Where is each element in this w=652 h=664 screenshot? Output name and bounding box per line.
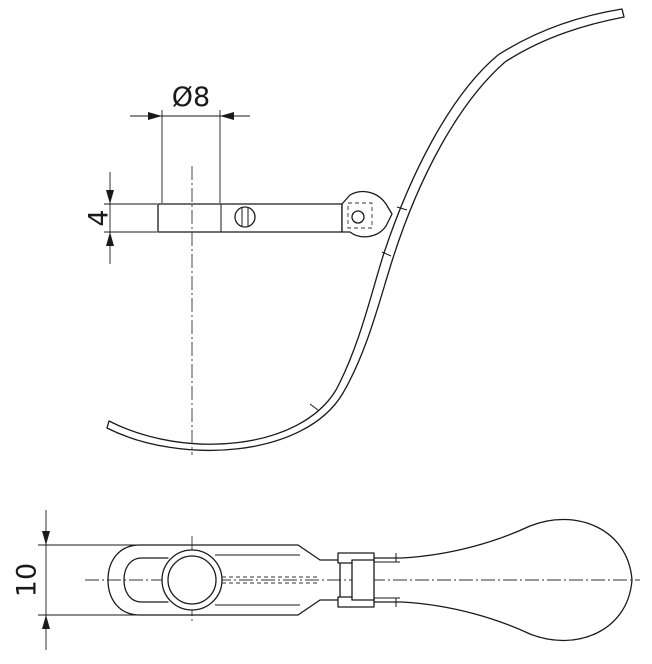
clip-outer-end	[107, 544, 193, 616]
paddle-blade	[373, 518, 633, 642]
blade-tick	[381, 251, 392, 257]
hinge-top-view	[337, 552, 400, 608]
clip-body-inner	[215, 554, 300, 606]
hinge-pin	[351, 210, 365, 224]
thickness-dimension: 4	[84, 172, 157, 264]
thickness-label: 4	[84, 209, 115, 226]
side-view: Ø8 4	[84, 8, 625, 455]
clip-slot	[123, 557, 169, 603]
clip-body	[191, 544, 341, 616]
hinge-eye	[341, 190, 393, 238]
width-dimension: 10	[12, 510, 138, 650]
blade-tick	[309, 403, 319, 411]
spring-blade	[106, 8, 625, 451]
blade-tick	[396, 206, 408, 211]
width-label: 10	[12, 563, 43, 597]
clip-ring-outer	[161, 549, 223, 611]
diameter-label: Ø8	[172, 82, 210, 113]
clip-ring-inner	[167, 555, 217, 605]
hinge-hidden-outline	[347, 202, 373, 229]
diameter-dimension: Ø8	[130, 82, 250, 203]
screw-icon	[234, 206, 256, 228]
top-view: 10	[12, 510, 640, 650]
